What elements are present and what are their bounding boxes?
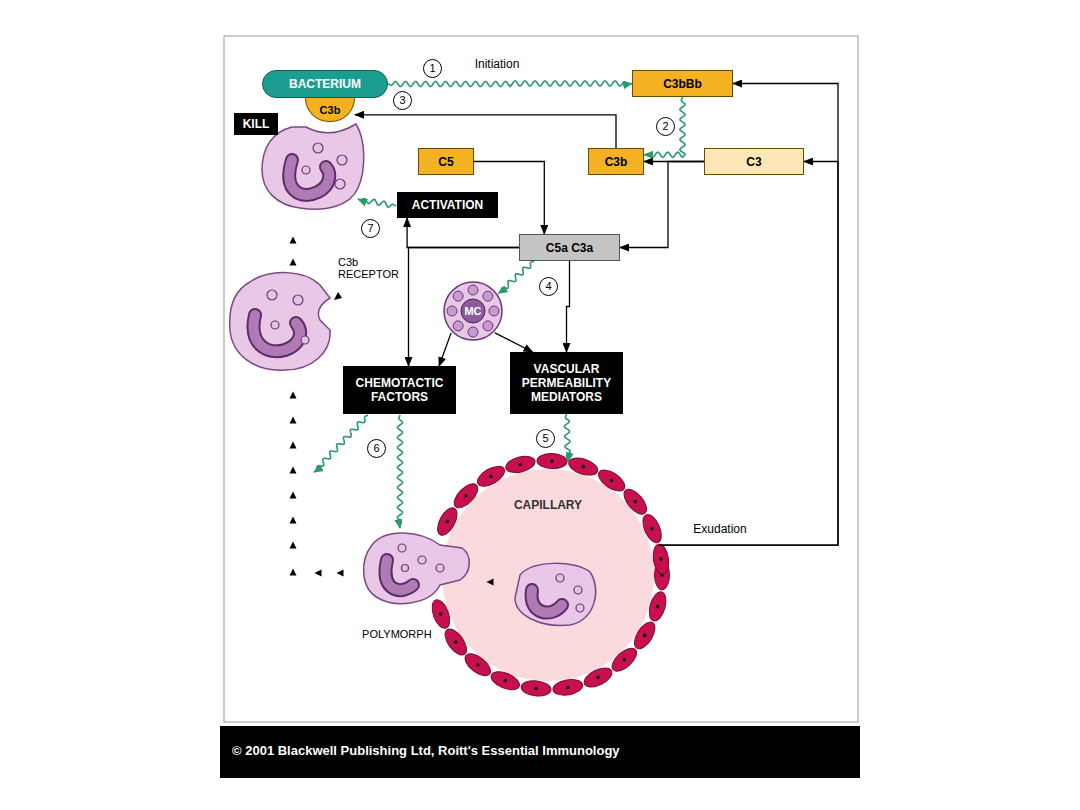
edge-label: Exudation — [691, 522, 748, 536]
capillary-lumen — [442, 469, 654, 681]
component-box: C5 — [418, 148, 474, 175]
node-text: C3bBb — [663, 77, 702, 91]
pathway-arrow — [439, 333, 451, 366]
process-box: ACTIVATION — [397, 192, 498, 218]
kill-box: KILL — [234, 113, 278, 135]
pathway-arrow — [659, 162, 838, 546]
callout-number: 6 — [367, 439, 386, 458]
node-text: MC — [464, 304, 481, 318]
pathway-arrow — [407, 218, 519, 248]
node-text: CAPILLARY — [514, 498, 582, 512]
callout-number: 4 — [539, 277, 558, 296]
node-text: C3b — [605, 155, 628, 169]
reaction-arrow — [644, 97, 685, 157]
pathway-arrow — [355, 115, 616, 148]
cell-label: C3b RECEPTOR — [338, 256, 408, 280]
edge-label: Initiation — [473, 57, 522, 71]
convertase-box: C3bBb — [632, 70, 733, 97]
pathway-arrow — [495, 333, 533, 352]
pathway-arrow — [409, 248, 520, 367]
pathway-arrow — [659, 84, 838, 546]
reaction-arrow — [564, 414, 570, 462]
callout-number: 3 — [393, 91, 412, 110]
frame — [224, 36, 858, 722]
node-text: CHEMOTACTIC FACTORS — [347, 376, 452, 404]
process-box: VASCULAR PERMEABILITY MEDIATORS — [510, 352, 623, 414]
bacterium: BACTERIUM — [262, 70, 388, 98]
callout-number: 2 — [656, 117, 675, 136]
reaction-arrow — [388, 81, 632, 87]
capillary: CAPILLARY — [433, 460, 663, 690]
pathway-arrow — [567, 261, 570, 352]
wavy-arrows — [314, 199, 403, 528]
reaction-arrow — [498, 261, 534, 293]
node-text: C5 — [438, 155, 453, 169]
anaphylatoxin-box: C5a C3a — [519, 234, 620, 261]
cell-label: POLYMORPH — [362, 628, 431, 640]
node-text: C3b — [320, 103, 341, 117]
callout-number: 5 — [536, 429, 555, 448]
callout-number: 1 — [423, 59, 442, 78]
node-text: C3 — [746, 155, 761, 169]
node-text: ACTIVATION — [412, 198, 484, 212]
node-text: C5a C3a — [546, 241, 593, 255]
caption: © 2001 Blackwell Publishing Ltd, Roitt's… — [232, 743, 620, 758]
mast-cell: MC — [442, 280, 504, 342]
node-text: BACTERIUM — [289, 77, 361, 91]
node-text: VASCULAR PERMEABILITY MEDIATORS — [514, 362, 619, 404]
node-text: KILL — [243, 117, 270, 131]
component-box: C3b — [588, 148, 644, 175]
callout-number: 7 — [361, 219, 380, 238]
component-box: C3 — [704, 148, 804, 175]
process-box: CHEMOTACTIC FACTORS — [343, 366, 456, 414]
